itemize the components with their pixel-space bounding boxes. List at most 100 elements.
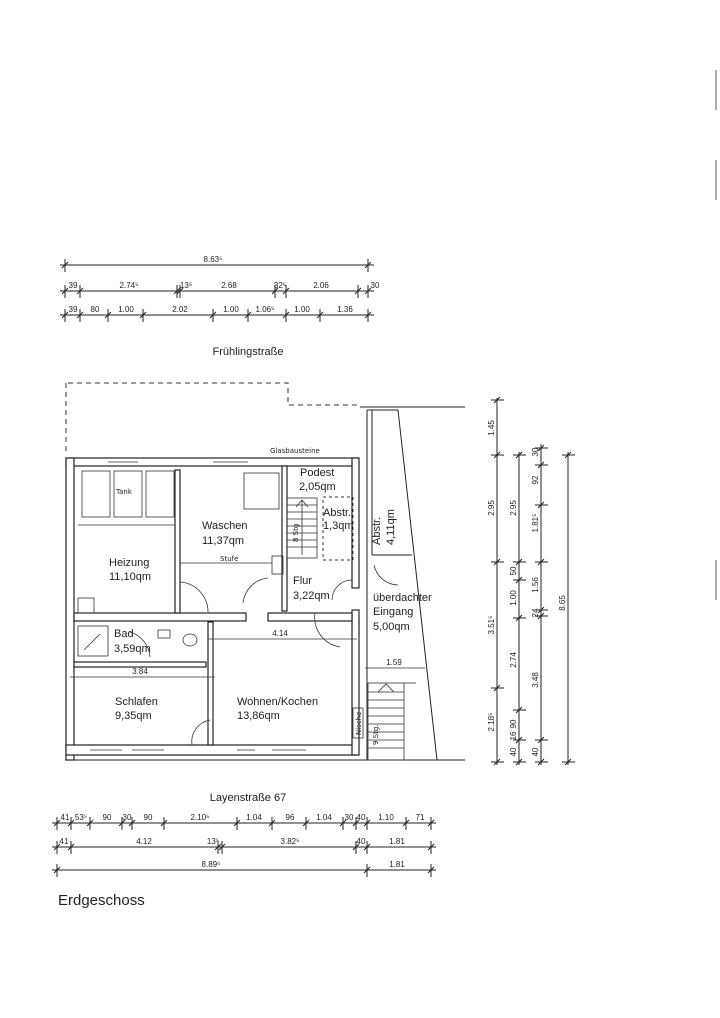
dim-label: 30 — [123, 813, 132, 822]
dimension-tick — [515, 758, 523, 766]
dim-label: 30 — [531, 447, 540, 456]
dim-label: 2.68 — [221, 281, 237, 290]
dimension-tick — [515, 614, 523, 622]
dim-label: 24 — [531, 608, 540, 617]
dimension-tick — [364, 287, 372, 295]
dimension-tick — [493, 758, 501, 766]
dim-label: 39 — [69, 281, 78, 290]
dimension-tick — [402, 819, 410, 827]
dimension-tick — [537, 461, 545, 469]
dimension-tick — [537, 558, 545, 566]
dim-label: 40 — [357, 813, 366, 822]
niche-label: Nische — [355, 712, 363, 735]
dimension-tick — [53, 843, 61, 851]
dimension-tick — [352, 819, 360, 827]
inner-dimension-lines — [70, 638, 425, 678]
entrance-strip — [65, 406, 465, 761]
dimension-tick — [537, 501, 545, 509]
dim-label: 40 — [531, 747, 540, 756]
dimension-tick — [76, 311, 84, 319]
dimension-tick — [209, 311, 217, 319]
dimension-tick — [233, 819, 241, 827]
dim-label: 1.04 — [316, 813, 332, 822]
dimension-tick — [173, 287, 181, 295]
stairs-inner-label: 8 Stg — [292, 524, 300, 542]
stairs-outer — [352, 682, 416, 761]
dim-label: 53⁵ — [75, 813, 87, 822]
room-name: Waschen — [202, 520, 247, 532]
dimension-tick — [302, 819, 310, 827]
dimension-tick — [364, 311, 372, 319]
dimension-tick — [53, 819, 61, 827]
dim-label: 71 — [416, 813, 425, 822]
dimension-tick — [271, 287, 279, 295]
right-dimensions: 1.45 2.95 3.51⁵ 2.18⁵ 2.95 50 1.00 2.74 … — [487, 396, 575, 766]
dim-label: 3.48 — [531, 672, 540, 688]
dimension-tick — [67, 843, 75, 851]
room-area: 1,3qm — [323, 520, 354, 532]
dimension-tick — [139, 311, 147, 319]
stairs-inner — [286, 496, 354, 561]
room-labels: Glasbausteine Tank Stufe Heizung 11,10qm… — [109, 447, 432, 745]
dimension-tick — [493, 396, 501, 404]
dimension-tick — [339, 819, 347, 827]
room-area: 13,86qm — [237, 710, 280, 722]
dim-label: 4.12 — [136, 837, 152, 846]
dim-label: 1.00 — [294, 305, 310, 314]
dim-label: 2.02 — [172, 305, 188, 314]
top-dimensions: 8.63⁵ 39 2.74⁵ 13⁵ 2.68 32⁵ 2.06 30 39 8… — [60, 255, 380, 322]
dim-label: 30 — [345, 813, 354, 822]
room-name: Abstr. — [371, 517, 383, 545]
dimension-tick — [61, 287, 69, 295]
dimension-tick — [493, 684, 501, 692]
street-south: Layenstraße 67 — [210, 792, 286, 804]
dimension-tick — [160, 819, 168, 827]
glass-blocks-label: Glasbausteine — [270, 447, 320, 455]
dimension-tick — [363, 843, 371, 851]
room-area: 5,00qm — [373, 621, 410, 633]
dim-label: 1.45 — [487, 420, 496, 436]
dim-label: 3.51⁵ — [487, 616, 496, 635]
room-name: Abstr. — [323, 507, 351, 519]
room-area: 3,59qm — [114, 643, 151, 655]
dim-label: 96 — [286, 813, 295, 822]
dimension-tick — [515, 706, 523, 714]
dim-label: 13⁵ — [180, 281, 192, 290]
dim-label: 1.81 — [389, 837, 405, 846]
dimension-tick — [515, 576, 523, 584]
dim-label: 1.36 — [337, 305, 353, 314]
dim-label: 90 — [509, 719, 518, 728]
dimension-tick — [354, 287, 362, 295]
room-area: 9,35qm — [115, 710, 152, 722]
property-boundary — [68, 382, 360, 406]
dimension-tick — [363, 866, 371, 874]
dim-label: 2.95 — [487, 500, 496, 516]
dim-label: 2.74⁵ — [120, 281, 139, 290]
dim-label: 3.84 — [132, 667, 148, 676]
room-name: Schlafen — [115, 696, 158, 708]
dim-label: 41 — [60, 837, 69, 846]
tank-label: Tank — [115, 488, 133, 496]
dimension-tick — [493, 451, 501, 459]
dim-label: 41 — [61, 813, 70, 822]
dimension-tick — [537, 758, 545, 766]
dimension-tick — [352, 843, 360, 851]
dimension-tick — [282, 311, 290, 319]
room-area: 11,10qm — [109, 571, 151, 583]
dim-label: 2.06 — [313, 281, 329, 290]
room-name: Podest — [300, 467, 334, 479]
dim-label: 2.74 — [509, 652, 518, 668]
dim-label: 1.00 — [118, 305, 134, 314]
room-area: 3,22qm — [293, 590, 330, 602]
dim-label: 92 — [531, 475, 540, 484]
dimension-tick — [128, 819, 136, 827]
dim-label: 3.82⁵ — [281, 837, 300, 846]
dim-label: 1.10 — [378, 813, 394, 822]
dim-label: 90 — [103, 813, 112, 822]
dim-label: 1.56 — [531, 577, 540, 593]
dim-label: 1.06⁵ — [256, 305, 275, 314]
building — [65, 406, 465, 761]
dimension-tick — [363, 819, 371, 827]
dimension-tick — [282, 287, 290, 295]
